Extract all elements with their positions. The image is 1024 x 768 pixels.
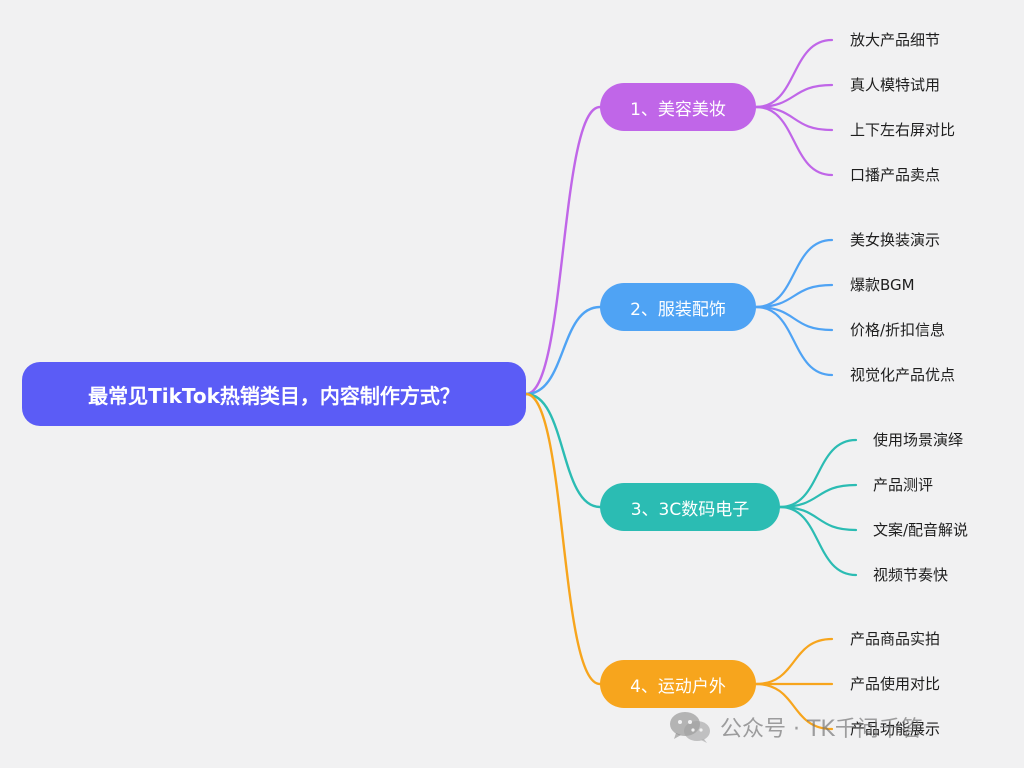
branch-3-leaf-2-connector: [778, 483, 858, 509]
watermark-text: 公众号 · TK千问千答: [720, 717, 923, 742]
root-to-branch-3-connector: [524, 392, 602, 509]
root-topic[interactable]: 最常见TikTok热销类目，内容制作方式？: [22, 362, 526, 426]
branch-1-leaf-1-connector: [754, 38, 834, 109]
branch-3-leaf-3-connector: [778, 505, 858, 532]
leaf-4-3[interactable]: 产品功能展示: [850, 720, 941, 738]
leaf-4-2[interactable]: 产品使用对比: [850, 675, 941, 693]
branch-2-leaf-2-connector: [754, 283, 834, 309]
leaf-4-1[interactable]: 产品商品实拍: [850, 630, 941, 648]
leaf-3-2[interactable]: 产品测评: [873, 476, 934, 494]
leaf-3-1[interactable]: 使用场景演绎: [873, 431, 964, 449]
root-to-branch-2-connector: [524, 305, 602, 396]
leaf-2-3[interactable]: 价格/折扣信息: [850, 321, 946, 339]
leaf-1-3[interactable]: 上下左右屏对比: [850, 121, 956, 139]
root-to-branch-1-connector: [524, 105, 602, 396]
leaf-1-2[interactable]: 真人模特试用: [850, 76, 941, 94]
branch-sports-outdoor[interactable]: 4、运动户外: [600, 660, 756, 708]
branch-4-leaf-1-connector: [754, 637, 834, 686]
branch-1-leaf-4-connector: [754, 105, 834, 177]
leaf-2-1[interactable]: 美女换装演示: [850, 231, 941, 249]
branch-3-leaf-1-connector: [778, 438, 858, 509]
branch-3c-electronics[interactable]: 3、3C数码电子: [600, 483, 780, 531]
leaf-2-4[interactable]: 视觉化产品优点: [850, 366, 956, 384]
wechat-icon: [670, 712, 710, 743]
leaf-3-4[interactable]: 视频节奏快: [873, 566, 949, 584]
branch-2-leaf-4-connector: [754, 305, 834, 377]
branch-3-leaf-4-connector: [778, 505, 858, 577]
branch-1-leaf-2-connector: [754, 83, 834, 109]
branch-4-leaf-3-connector: [754, 682, 834, 731]
leaf-3-3[interactable]: 文案/配音解说: [873, 521, 969, 539]
leaf-2-2[interactable]: 爆款BGM: [850, 276, 915, 294]
branch-apparel-accessories[interactable]: 2、服装配饰: [600, 283, 756, 331]
branch-beauty-makeup[interactable]: 1、美容美妆: [600, 83, 756, 131]
leaf-1-1[interactable]: 放大产品细节: [850, 31, 941, 49]
leaf-1-4[interactable]: 口播产品卖点: [850, 166, 941, 184]
watermark: 公众号 · TK千问千答: [668, 707, 923, 747]
branch-1-leaf-3-connector: [754, 105, 834, 132]
branch-2-leaf-3-connector: [754, 305, 834, 332]
root-to-branch-4-connector: [524, 392, 602, 686]
branch-2-leaf-1-connector: [754, 238, 834, 309]
